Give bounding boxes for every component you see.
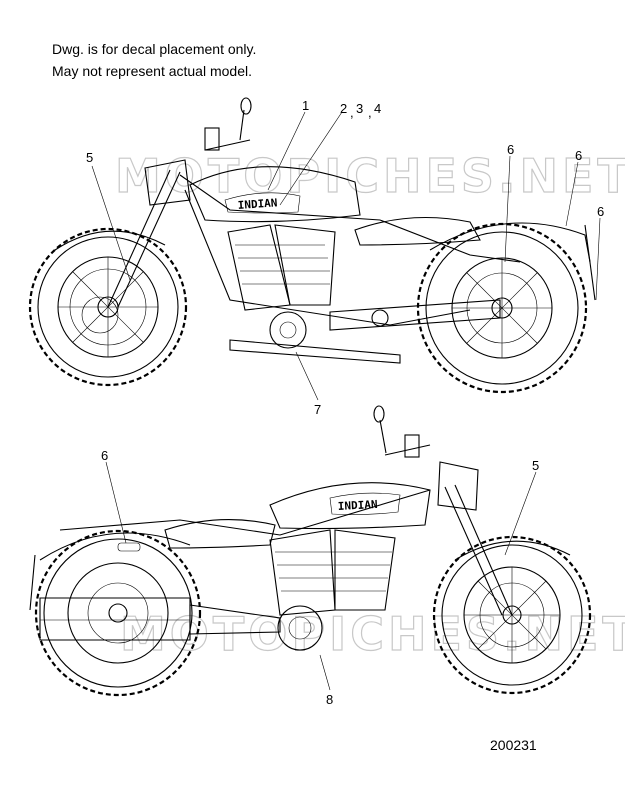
engine-top (227, 224, 336, 349)
rear-wheel-top (416, 222, 588, 394)
callout-5-top: 5 (86, 150, 93, 165)
callout-8: 8 (326, 692, 333, 707)
front-wheel-top (28, 227, 188, 387)
drawing-number: 200231 (490, 737, 537, 753)
leader-7 (295, 351, 319, 401)
callout-4: 4 (374, 101, 381, 116)
tank-brand-badge-top: INDIAN (237, 196, 278, 212)
leader-5-bottom (504, 471, 537, 556)
callout-6-c: 6 (597, 204, 604, 219)
leader-6-c (595, 217, 601, 301)
tank-brand-badge-bottom: INDIAN (337, 498, 377, 513)
rear-wheel-bottom (34, 529, 202, 697)
callout-6-b: 6 (575, 148, 582, 163)
fuel-tank-bottom (269, 482, 431, 530)
leader-2 (279, 111, 343, 206)
engine-bottom (269, 529, 396, 651)
motorcycle-right-side-view: INDIAN (29, 405, 592, 697)
callout-separator-1: , (350, 105, 354, 120)
callout-6-a: 6 (507, 142, 514, 157)
callout-7: 7 (314, 402, 321, 417)
note-not-actual-model: May not represent actual model. (52, 63, 252, 79)
leader-1 (267, 111, 306, 191)
leader-6-a (504, 155, 511, 263)
callout-5-bottom: 5 (532, 458, 539, 473)
leader-5-top (91, 165, 131, 281)
callout-6-bottom: 6 (101, 448, 108, 463)
watermark-top: MOTOPICHES.NET (115, 149, 625, 203)
leader-6-b (565, 161, 579, 227)
callout-1: 1 (302, 98, 309, 113)
callout-separator-2: , (368, 105, 372, 120)
motorcycle-left-side-view: INDIAN (28, 97, 596, 394)
fuel-tank-top (189, 166, 361, 223)
note-decal-placement: Dwg. is for decal placement only. (52, 41, 257, 57)
callout-3: 3 (356, 101, 363, 116)
leader-8 (319, 654, 331, 691)
callout-2: 2 (340, 101, 347, 116)
leader-6-bottom (105, 461, 127, 544)
